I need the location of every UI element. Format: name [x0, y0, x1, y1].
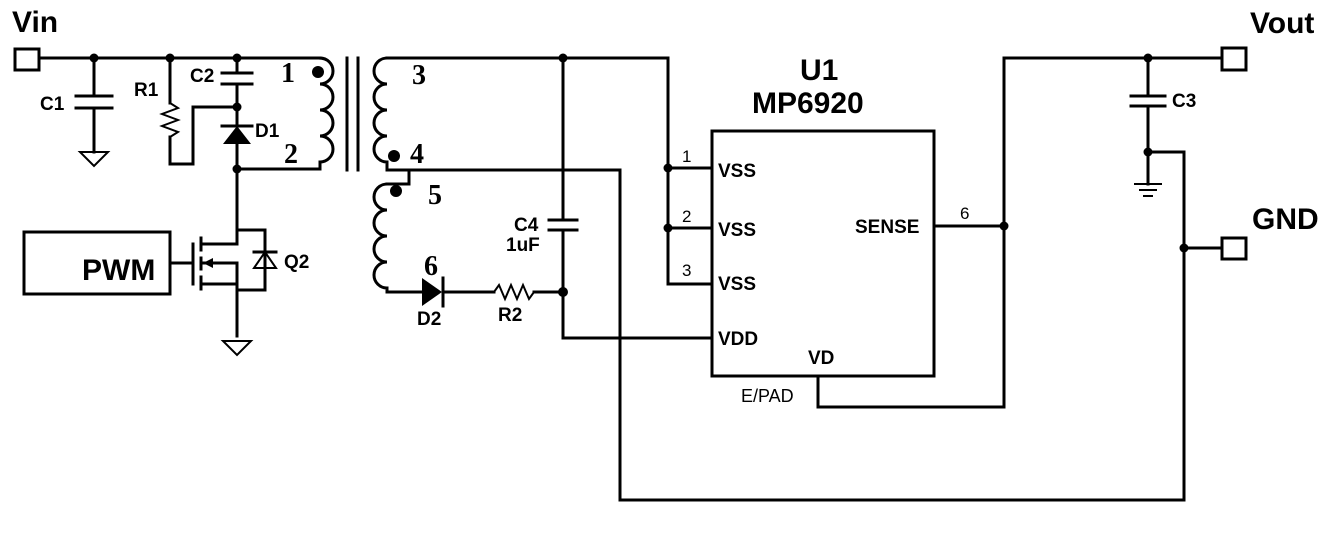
wire-winding3-to-vss1 — [385, 56, 714, 170]
aux-winding — [372, 182, 424, 294]
c1-label: C1 — [40, 94, 65, 115]
junction-sense — [999, 221, 1009, 231]
vout-label: Vout — [1250, 7, 1314, 40]
pin-3-number: 3 — [682, 261, 691, 280]
q2-label: Q2 — [284, 252, 309, 273]
pin-vdd-name: VDD — [718, 329, 758, 350]
gnd-label: GND — [1252, 203, 1319, 236]
d2-diode — [422, 276, 496, 308]
d1-label: D1 — [255, 121, 280, 142]
c4-label: C4 — [514, 215, 539, 236]
c3-label: C3 — [1172, 91, 1196, 112]
r1-label: R1 — [134, 80, 159, 101]
r2-resistor — [493, 282, 565, 302]
junction-gnd — [1179, 243, 1189, 253]
epad-label: E/PAD — [741, 386, 794, 406]
d2-label: D2 — [417, 309, 441, 330]
c4-value: 1uF — [506, 235, 540, 256]
pin-sense-name: SENSE — [855, 217, 919, 238]
ground-icon — [77, 151, 111, 168]
primary-dot-icon — [312, 66, 324, 78]
c1-capacitor — [74, 56, 114, 168]
ground-icon — [220, 340, 254, 357]
winding-5-label: 5 — [428, 180, 442, 211]
r2-label: R2 — [498, 305, 522, 326]
junction-vss2 — [663, 223, 673, 233]
pin-6-number: 6 — [960, 204, 969, 223]
c3-capacitor — [1129, 56, 1167, 186]
vin-label: Vin — [12, 6, 58, 39]
pin-3-name: VSS — [718, 274, 756, 295]
pwm-label: PWM — [82, 254, 155, 287]
winding-1-label: 1 — [281, 58, 295, 89]
junction-d1-top — [232, 102, 242, 112]
u1-chip — [710, 129, 936, 378]
aux-dot-icon — [390, 185, 402, 197]
junction-vss1 — [663, 163, 673, 173]
d1-diode — [220, 124, 254, 171]
primary-winding — [235, 56, 335, 171]
chip-designator: U1 — [800, 54, 838, 87]
secondary-dot-icon — [388, 150, 400, 162]
pin-vd-name: VD — [808, 348, 834, 369]
c4-capacitor — [547, 56, 714, 340]
q2-mosfet — [191, 167, 278, 338]
junction-c3-bottom — [1143, 147, 1153, 157]
pin-1-name: VSS — [718, 161, 756, 182]
wire-winding4-to-gnd — [385, 150, 1186, 502]
pin-1-number: 1 — [682, 147, 691, 166]
pin-2-number: 2 — [682, 207, 691, 226]
winding-3-label: 3 — [412, 60, 426, 91]
gnd-port — [1220, 236, 1248, 261]
vout-net — [816, 56, 1224, 409]
winding-4-label: 4 — [410, 139, 424, 170]
r1-resistor — [159, 56, 239, 166]
chassis-ground-icon — [1134, 183, 1162, 197]
secondary-winding — [372, 56, 389, 172]
vin-port — [13, 47, 41, 72]
winding-2-label: 2 — [284, 139, 298, 170]
winding-6-label: 6 — [424, 251, 438, 282]
vout-port — [1220, 46, 1248, 72]
chip-part-number: MP6920 — [752, 87, 864, 120]
c2-label: C2 — [190, 66, 214, 87]
vss-bus — [666, 166, 714, 286]
c2-capacitor — [220, 56, 254, 128]
pin-2-name: VSS — [718, 220, 756, 241]
